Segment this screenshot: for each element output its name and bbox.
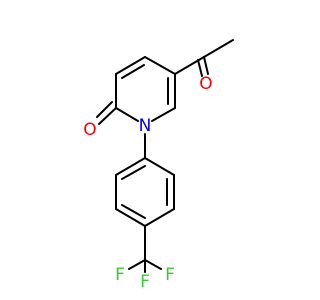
atom-f-top: F bbox=[140, 272, 150, 292]
bond-carbonyl-ring bbox=[174, 56, 205, 75]
bond-carbonyl-o-b bbox=[197, 59, 203, 77]
bond-carbonyl-o-a bbox=[203, 56, 209, 75]
bond-ph3-ph4 bbox=[144, 208, 175, 227]
bond-ph6-ph1 bbox=[115, 157, 146, 176]
bond-c2-o-b bbox=[96, 101, 113, 118]
bond-c4-c3-inner bbox=[121, 64, 145, 79]
atom-f-right: F bbox=[165, 265, 175, 285]
structure-svg: O O N F F F bbox=[83, 39, 234, 292]
bond-c4-c3 bbox=[115, 56, 146, 75]
bond-c2-o-a bbox=[98, 107, 117, 125]
bond-c5-c4 bbox=[144, 56, 176, 75]
molecule-diagram: O O N F F F bbox=[83, 39, 234, 292]
bond-c-f-right bbox=[144, 259, 162, 270]
bond-ph4-ph5 bbox=[115, 208, 146, 227]
atom-n-ring: N bbox=[139, 116, 152, 136]
atom-o-lactam: O bbox=[83, 120, 96, 140]
bond-ph1-ph2 bbox=[144, 157, 175, 176]
atom-o-ketone: O bbox=[199, 74, 212, 94]
atom-f-left: F bbox=[115, 265, 125, 285]
bond-c-f-left bbox=[128, 259, 146, 270]
bond-c2-n bbox=[115, 107, 139, 122]
bond-n-c6 bbox=[151, 107, 176, 122]
bond-ph4-ph5-inner bbox=[121, 204, 146, 219]
bond-ph6-ph1-inner bbox=[121, 165, 146, 180]
bond-methyl-carbonyl bbox=[203, 39, 234, 58]
